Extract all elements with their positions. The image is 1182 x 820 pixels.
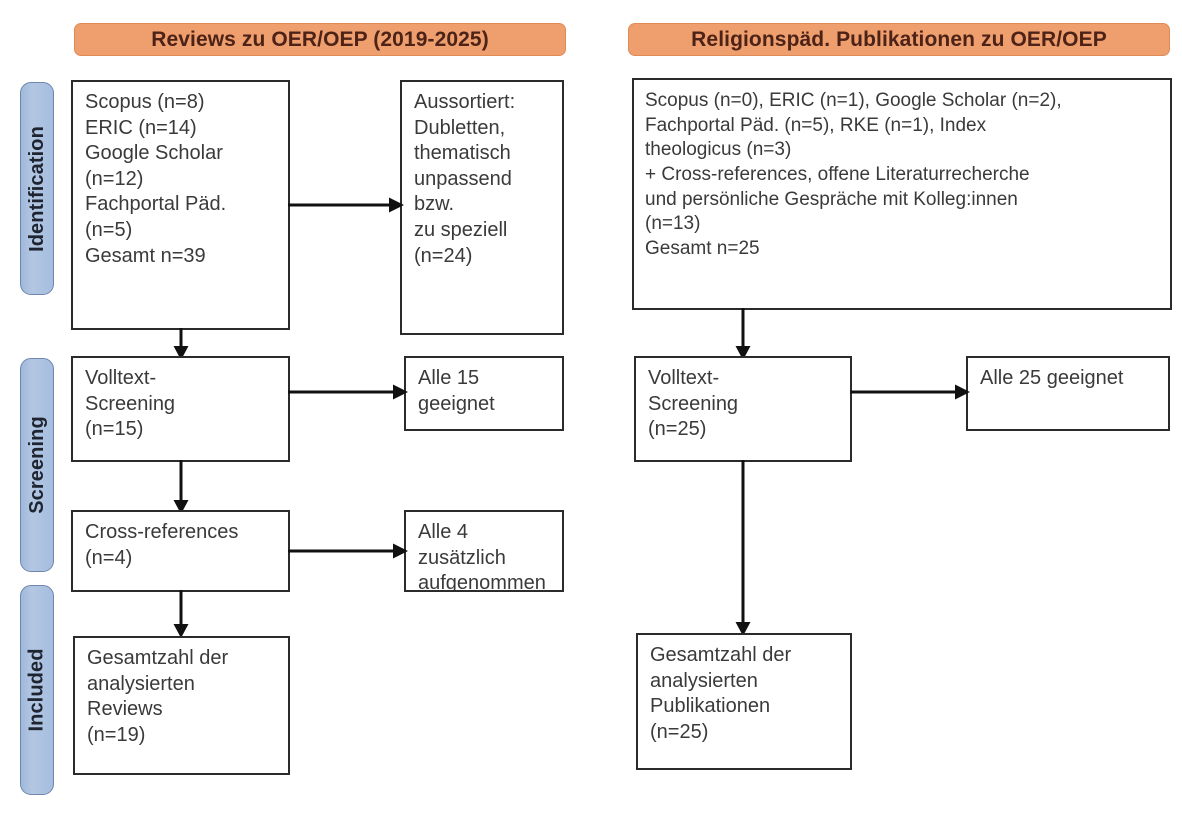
connector-left-fulltext-to-crossrefs (173, 460, 189, 514)
box-right-fulltext-result: Alle 25 geeignet (966, 356, 1170, 431)
column-header-religionspaed-label: Religionspäd. Publikationen zu OER/OEP (691, 27, 1107, 51)
column-header-religionspaed: Religionspäd. Publikationen zu OER/OEP (628, 23, 1170, 56)
connector-left-fulltext-to-result (288, 384, 408, 400)
box-left-cross-references-result: Alle 4 zusätzlich aufgenommen (404, 510, 564, 592)
connector-left-crossrefs-to-included (173, 590, 189, 638)
box-left-identification-sources: Scopus (n=8) ERIC (n=14) Google Scholar … (71, 80, 290, 330)
box-left-excluded: Aussortiert: Dubletten, thematisch unpas… (400, 80, 564, 335)
phase-pill-included: Included (20, 585, 54, 795)
phase-label-screening: Screening (26, 416, 49, 514)
box-left-cross-references: Cross-references (n=4) (71, 510, 290, 592)
box-left-fulltext-screening: Volltext- Screening (n=15) (71, 356, 290, 462)
connector-right-fulltext-to-included (735, 460, 751, 636)
connector-left-sources-to-excluded (288, 197, 404, 213)
column-header-reviews: Reviews zu OER/OEP (2019-2025) (74, 23, 566, 56)
connector-left-crossrefs-to-result (288, 543, 408, 559)
connector-right-sources-to-fulltext (735, 308, 751, 360)
box-right-included-total: Gesamtzahl der analysierten Publikatione… (636, 633, 852, 770)
phase-pill-identification: Identification (20, 82, 54, 295)
box-left-fulltext-result: Alle 15 geeignet (404, 356, 564, 431)
box-right-fulltext-screening: Volltext- Screening (n=25) (634, 356, 852, 462)
column-header-reviews-label: Reviews zu OER/OEP (2019-2025) (151, 27, 489, 51)
phase-pill-screening: Screening (20, 358, 54, 572)
box-left-included-total: Gesamtzahl der analysierten Reviews (n=1… (73, 636, 290, 775)
phase-label-included: Included (26, 648, 48, 732)
connector-right-fulltext-to-result (850, 384, 970, 400)
phase-label-identification: Identification (26, 125, 48, 252)
box-right-identification-sources: Scopus (n=0), ERIC (n=1), Google Scholar… (632, 78, 1172, 310)
